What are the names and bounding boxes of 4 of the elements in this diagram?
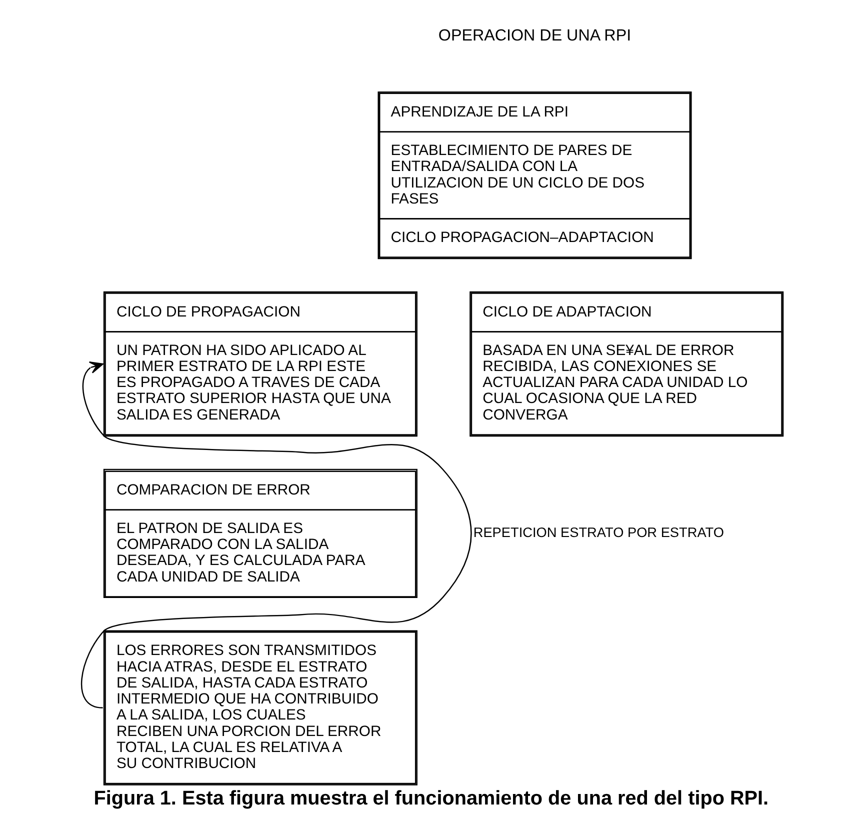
diagram-title: OPERACION DE UNA RPI xyxy=(438,26,632,44)
arrow xyxy=(81,360,472,708)
caption: Figura 1. Esta figura muestra el funcionamiento de una red del tipo RPI. xyxy=(94,786,769,809)
edge-label: REPETICION ESTRATO POR ESTRATO xyxy=(473,524,724,540)
